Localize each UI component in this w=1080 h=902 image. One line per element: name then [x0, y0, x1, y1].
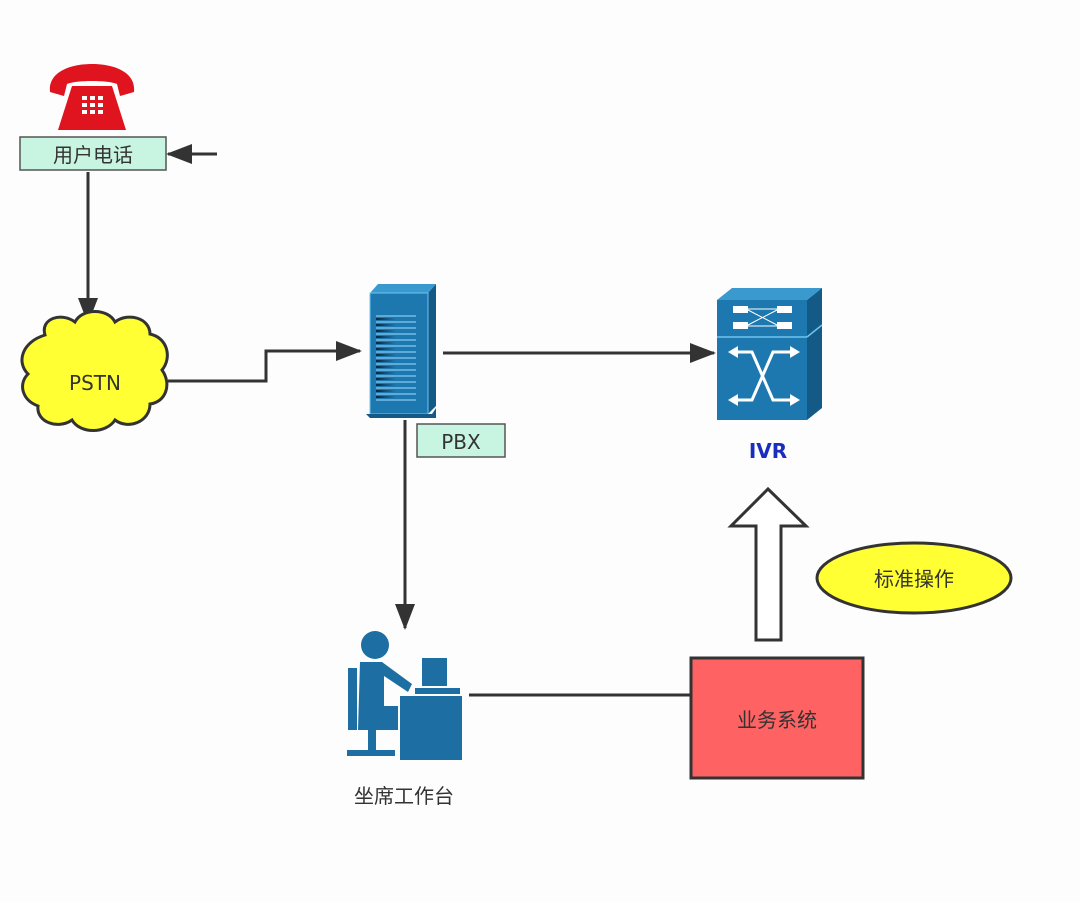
pstn-cloud-shape	[20, 310, 169, 432]
edge-business-system-to-ivr	[727, 486, 810, 642]
ivr-label: IVR	[749, 439, 787, 463]
agent-at-desk-icon	[347, 631, 462, 760]
standard-operation-label: 标准操作	[874, 567, 954, 591]
pbx-node[interactable]: PBX	[416, 423, 506, 458]
business-system-label: 业务系统	[737, 708, 817, 732]
business-system-node[interactable]: 业务系统	[689, 656, 865, 780]
pstn-label: PSTN	[69, 371, 121, 395]
user-phone-label: 用户电话	[53, 143, 133, 167]
pbx-label: PBX	[441, 430, 481, 454]
server-tower-icon	[366, 284, 436, 418]
telephone-icon	[49, 64, 135, 130]
edge-pstn-to-pbx	[168, 341, 362, 383]
user-phone-node[interactable]: 用户电话	[19, 136, 167, 171]
pstn-node[interactable]: PSTN	[20, 310, 169, 432]
network-switch-icon	[717, 288, 823, 420]
agent-workstation-label: 坐席工作台	[354, 784, 454, 808]
standard-operation-node[interactable]: 标准操作	[815, 541, 1013, 615]
